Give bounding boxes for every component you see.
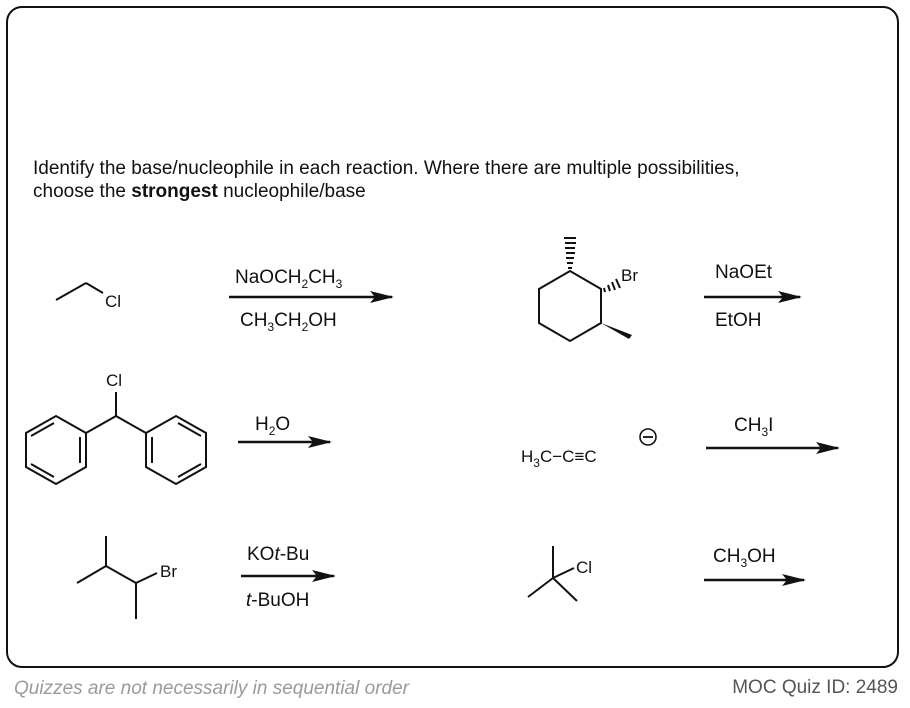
chloroethane-structure — [55, 282, 104, 301]
diphenylmethyl-cl-label: Cl — [106, 371, 122, 390]
prompt-line-1: Identify the base/nucleophile in each re… — [33, 158, 740, 179]
tert-butyl-chloride-structure — [527, 546, 578, 602]
tert-butyl-cl-label: Cl — [576, 558, 592, 577]
quiz-id: MOC Quiz ID: 2489 — [732, 677, 898, 698]
chloroethane-cl-label: Cl — [105, 292, 121, 311]
cyclohexyl-bromide-structure — [538, 269, 602, 343]
chlorodiphenylmethane-structure — [25, 392, 207, 486]
question-prompt: Identify the base/nucleophile in each re… — [33, 157, 873, 203]
footer-note: Quizzes are not necessarily in sequentia… — [14, 678, 409, 699]
cyclohexyl-br-label: Br — [621, 266, 638, 285]
reaction-2-solvent: EtOH — [715, 310, 761, 331]
bromomethylbutane-br-label: Br — [160, 562, 177, 581]
reaction-3-reagent: H2O — [255, 414, 290, 438]
hashed-bromo-wedge — [603, 278, 621, 293]
propynide-anion: H3C−C≡C — [521, 447, 597, 470]
quiz-card — [6, 6, 899, 668]
negative-charge-icon — [639, 428, 657, 446]
reaction-1-solvent: CH3CH2OH — [240, 310, 337, 334]
reaction-4-reagent: CH3I — [734, 415, 773, 439]
prompt-line-2: choose the strongest nucleophile/base — [33, 181, 366, 202]
reaction-6-reagent: CH3OH — [713, 546, 776, 570]
reaction-2-reagent: NaOEt — [715, 262, 773, 283]
hashed-methyl-wedge — [564, 237, 576, 269]
reaction-5-reagent: KOt-Bu — [247, 544, 309, 565]
bromomethylbutane-structure — [76, 536, 158, 619]
bold-methyl-wedge — [601, 323, 632, 339]
reaction-1-reagent: NaOCH2CH3 — [235, 267, 343, 291]
reaction-5-solvent: t-BuOH — [246, 590, 309, 611]
emphasis-strongest: strongest — [131, 181, 218, 202]
